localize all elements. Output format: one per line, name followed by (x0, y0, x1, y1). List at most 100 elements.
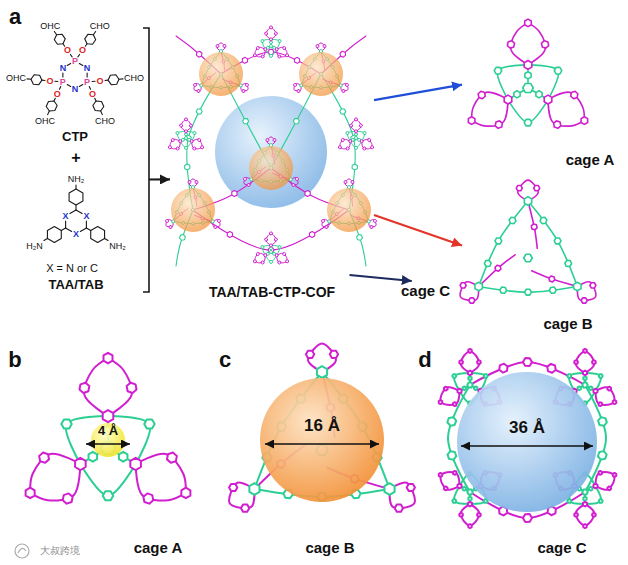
phenyl-ring (317, 366, 327, 378)
phenyl-ring (354, 137, 357, 140)
phenyl-ring (574, 282, 581, 291)
phenyl-ring (197, 90, 200, 93)
phenyl-ring (342, 90, 345, 93)
phenyl-ring (439, 473, 442, 477)
linker-chain (532, 271, 578, 287)
phenyl-ring (500, 287, 507, 293)
phenyl-ring (330, 351, 338, 358)
phenyl-ring (531, 224, 537, 230)
linker-chain (136, 464, 186, 501)
linker-chain (479, 201, 528, 287)
node-text: cage B (543, 315, 592, 332)
atom-label: O (89, 89, 96, 99)
dimension-arrow (461, 445, 593, 447)
phenyl-ring (270, 26, 273, 29)
reactant-group: CTP+X = N or CTAA/TAB (10, 20, 149, 295)
phenyl-ring (344, 181, 347, 184)
phenyl-ring (368, 138, 371, 141)
arrow-connector (149, 178, 170, 180)
phenyl-ring (524, 254, 533, 261)
phenyl-ring (523, 83, 534, 92)
phenyl-ring (452, 374, 456, 377)
phenyl-ring (270, 38, 273, 41)
phenyl-ring (467, 383, 473, 388)
phenyl-ring (357, 235, 363, 241)
phenyl-ring (275, 48, 278, 51)
linker-chain (193, 210, 349, 250)
phenyl-ring (165, 220, 168, 223)
watermark: 大叔跨境 (40, 545, 80, 557)
sphere (457, 372, 597, 512)
phenyl-ring (273, 139, 276, 142)
phenyl-ring (542, 41, 549, 48)
atom-label: N (72, 84, 79, 94)
phenyl-ring (459, 360, 463, 364)
phenyl-ring (359, 124, 362, 127)
pore-sphere: 4 Å (91, 423, 125, 457)
atom-label: O (79, 45, 86, 55)
phenyl-ring (54, 34, 65, 44)
atom-label: P (84, 77, 90, 87)
phenyl-ring (266, 139, 269, 142)
phenyl-ring (458, 389, 462, 394)
chemical-bond (67, 64, 70, 66)
phenyl-ring (581, 117, 588, 125)
phenyl-ring (589, 487, 592, 491)
phenyl-ring (245, 84, 248, 87)
phenyl-ring (607, 486, 611, 490)
phenyl-ring (598, 451, 607, 460)
pore-sphere (215, 96, 327, 208)
phenyl-ring (169, 226, 172, 229)
phenyl-ring (47, 227, 61, 243)
phenyl-ring (61, 420, 71, 429)
phenyl-ring (261, 40, 264, 43)
phenyl-ring (108, 75, 119, 85)
phenyl-ring (264, 254, 267, 257)
phenyl-ring (216, 45, 219, 48)
end-group-label: OHC (35, 115, 55, 125)
phenyl-ring (593, 484, 597, 489)
phenyl-ring (269, 45, 272, 48)
phenyl-ring (242, 57, 247, 63)
phenyl-ring (474, 386, 477, 390)
linker-chain (528, 201, 577, 287)
cage-sphere (299, 52, 343, 96)
phenyl-ring (468, 117, 475, 125)
phenyl-ring (583, 371, 587, 376)
phenyl-ring (26, 488, 35, 498)
node-text: X = N or C (46, 262, 98, 275)
phenyl-ring (439, 400, 442, 404)
phenyl-ring (293, 119, 299, 124)
phenyl-ring (167, 453, 177, 463)
phenyl-ring (119, 452, 128, 462)
cage-illustration: cage B (462, 178, 615, 335)
phenyl-ring (227, 232, 232, 238)
cage-b-structure (229, 343, 415, 511)
phenyl-ring (582, 490, 588, 495)
phenyl-ring (447, 417, 456, 425)
phenyl-ring (261, 246, 264, 249)
end-group-label: CHO (90, 21, 110, 31)
phenyl-ring (341, 138, 344, 141)
phenyl-ring (495, 265, 501, 271)
node-text: cage C (401, 282, 450, 299)
phenyl-ring (516, 185, 522, 190)
cof-framework (165, 26, 376, 266)
phenyl-ring (201, 146, 204, 149)
sphere (91, 423, 125, 457)
chemical-bond (86, 221, 87, 228)
phenyl-ring (524, 60, 532, 69)
phenyl-ring (354, 147, 357, 150)
phenyl-ring (185, 130, 188, 133)
sphere-shape (260, 378, 384, 502)
phenyl-ring (179, 140, 182, 143)
phenyl-ring (243, 119, 249, 124)
phenyl-ring (478, 91, 485, 98)
phenyl-ring (229, 484, 237, 491)
phenyl-ring (547, 364, 555, 373)
phenyl-ring (184, 137, 187, 140)
chemical-bond (92, 81, 95, 82)
phenyl-ring (184, 147, 187, 150)
chemical-bond (70, 210, 76, 214)
